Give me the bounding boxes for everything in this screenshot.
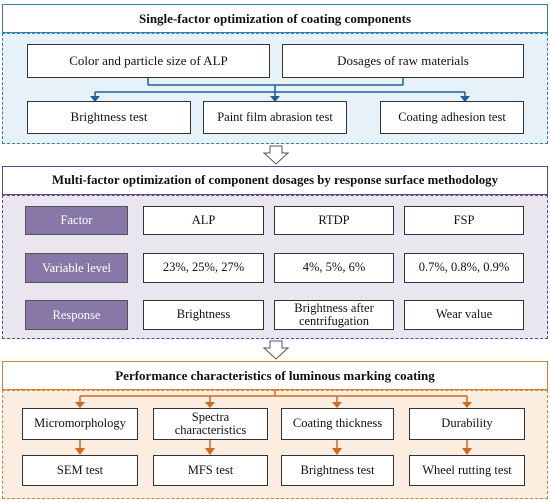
section2-title: Multi-factor optimization of component d… xyxy=(52,173,498,188)
section2-title-box: Multi-factor optimization of component d… xyxy=(2,166,548,195)
mfs-test-box: MFS test xyxy=(153,455,268,486)
variable-level-label: Variable level xyxy=(25,253,128,283)
sem-test-box: SEM test xyxy=(22,455,138,486)
response-wear-value: Wear value xyxy=(404,300,524,330)
wheel-rutting-test-box: Wheel rutting test xyxy=(409,455,525,486)
brightness-test-box: Brightness test xyxy=(27,101,191,134)
alp-color-size-box: Color and particle size of ALP xyxy=(27,44,270,78)
section3-title: Performance characteristics of luminous … xyxy=(115,368,435,383)
factor-alp: ALP xyxy=(143,206,264,235)
level-fsp: 0.7%, 0.8%, 0.9% xyxy=(404,253,524,283)
section1-title-box: Single-factor optimization of coating co… xyxy=(2,4,548,33)
durability-box: Durability xyxy=(409,408,525,440)
factor-rtdp: RTDP xyxy=(274,206,394,235)
micromorphology-box: Micromorphology xyxy=(22,408,138,440)
level-rtdp: 4%, 5%, 6% xyxy=(274,253,394,283)
response-brightness: Brightness xyxy=(143,300,264,330)
factor-label: Factor xyxy=(25,206,128,235)
adhesion-test-box: Coating adhesion test xyxy=(380,101,524,134)
abrasion-test-box: Paint film abrasion test xyxy=(203,101,347,134)
section3-title-box: Performance characteristics of luminous … xyxy=(2,361,548,390)
response-brightness-centrifugation: Brightness after centrifugation xyxy=(274,300,394,330)
response-label: Response xyxy=(25,300,128,330)
coating-thickness-box: Coating thickness xyxy=(281,408,394,440)
section1-title: Single-factor optimization of coating co… xyxy=(138,11,412,26)
raw-material-dosage-box: Dosages of raw materials xyxy=(282,44,524,78)
hollow-arrow-1 xyxy=(262,145,290,165)
factor-fsp: FSP xyxy=(404,206,524,235)
level-alp: 23%, 25%, 27% xyxy=(143,253,264,283)
brightness-test-box-2: Brightness test xyxy=(281,455,394,486)
spectra-characteristics-box: Spectra characteristics xyxy=(153,408,268,440)
hollow-arrow-2 xyxy=(262,340,290,360)
